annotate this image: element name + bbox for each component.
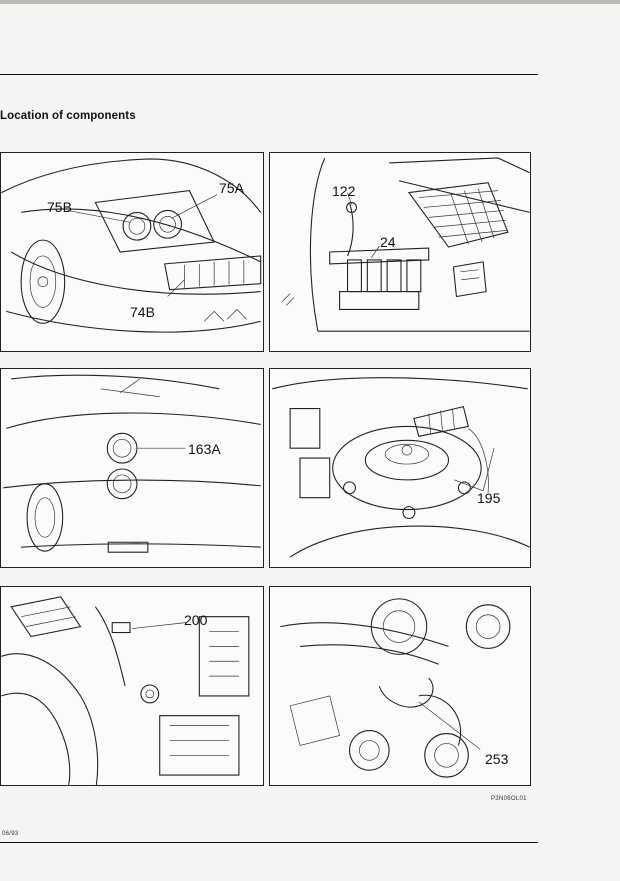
callout-253: 253 bbox=[485, 751, 509, 767]
panel-rear-lamp: 163A bbox=[0, 368, 264, 568]
callout-75b: 75B bbox=[47, 199, 72, 215]
callout-163a: 163A bbox=[188, 441, 221, 457]
panel-engine-sensor: 200 bbox=[0, 586, 264, 786]
panel-engine-underside: 253 bbox=[269, 586, 531, 786]
suspension-dome-drawing bbox=[272, 377, 530, 558]
footer-rule bbox=[0, 842, 538, 843]
front-headlamp-drawing bbox=[1, 158, 262, 333]
engine-underside-drawing bbox=[280, 598, 511, 778]
engine-sensor-drawing bbox=[1, 596, 250, 785]
panel-suspension-dome: 195 bbox=[269, 368, 531, 568]
footer-code: 06/93 bbox=[2, 831, 19, 837]
callout-74b: 74B bbox=[130, 304, 155, 320]
page-title: Location of components bbox=[0, 110, 136, 122]
engine-bay-relay-drawing bbox=[281, 157, 530, 332]
panel-engine-bay-relay: 122 24 bbox=[269, 152, 531, 352]
callout-195: 195 bbox=[477, 490, 501, 506]
callout-24: 24 bbox=[380, 234, 396, 250]
callout-200: 200 bbox=[184, 612, 208, 628]
rear-lamp-drawing bbox=[3, 374, 261, 553]
figure-code: P3N06OL01 bbox=[491, 796, 527, 802]
callout-75a: 75A bbox=[219, 180, 244, 196]
scan-top-edge bbox=[0, 0, 620, 4]
callout-122: 122 bbox=[332, 183, 356, 199]
panel-front-headlamp: 75A 75B 74B bbox=[0, 152, 264, 352]
header-rule bbox=[0, 74, 538, 75]
